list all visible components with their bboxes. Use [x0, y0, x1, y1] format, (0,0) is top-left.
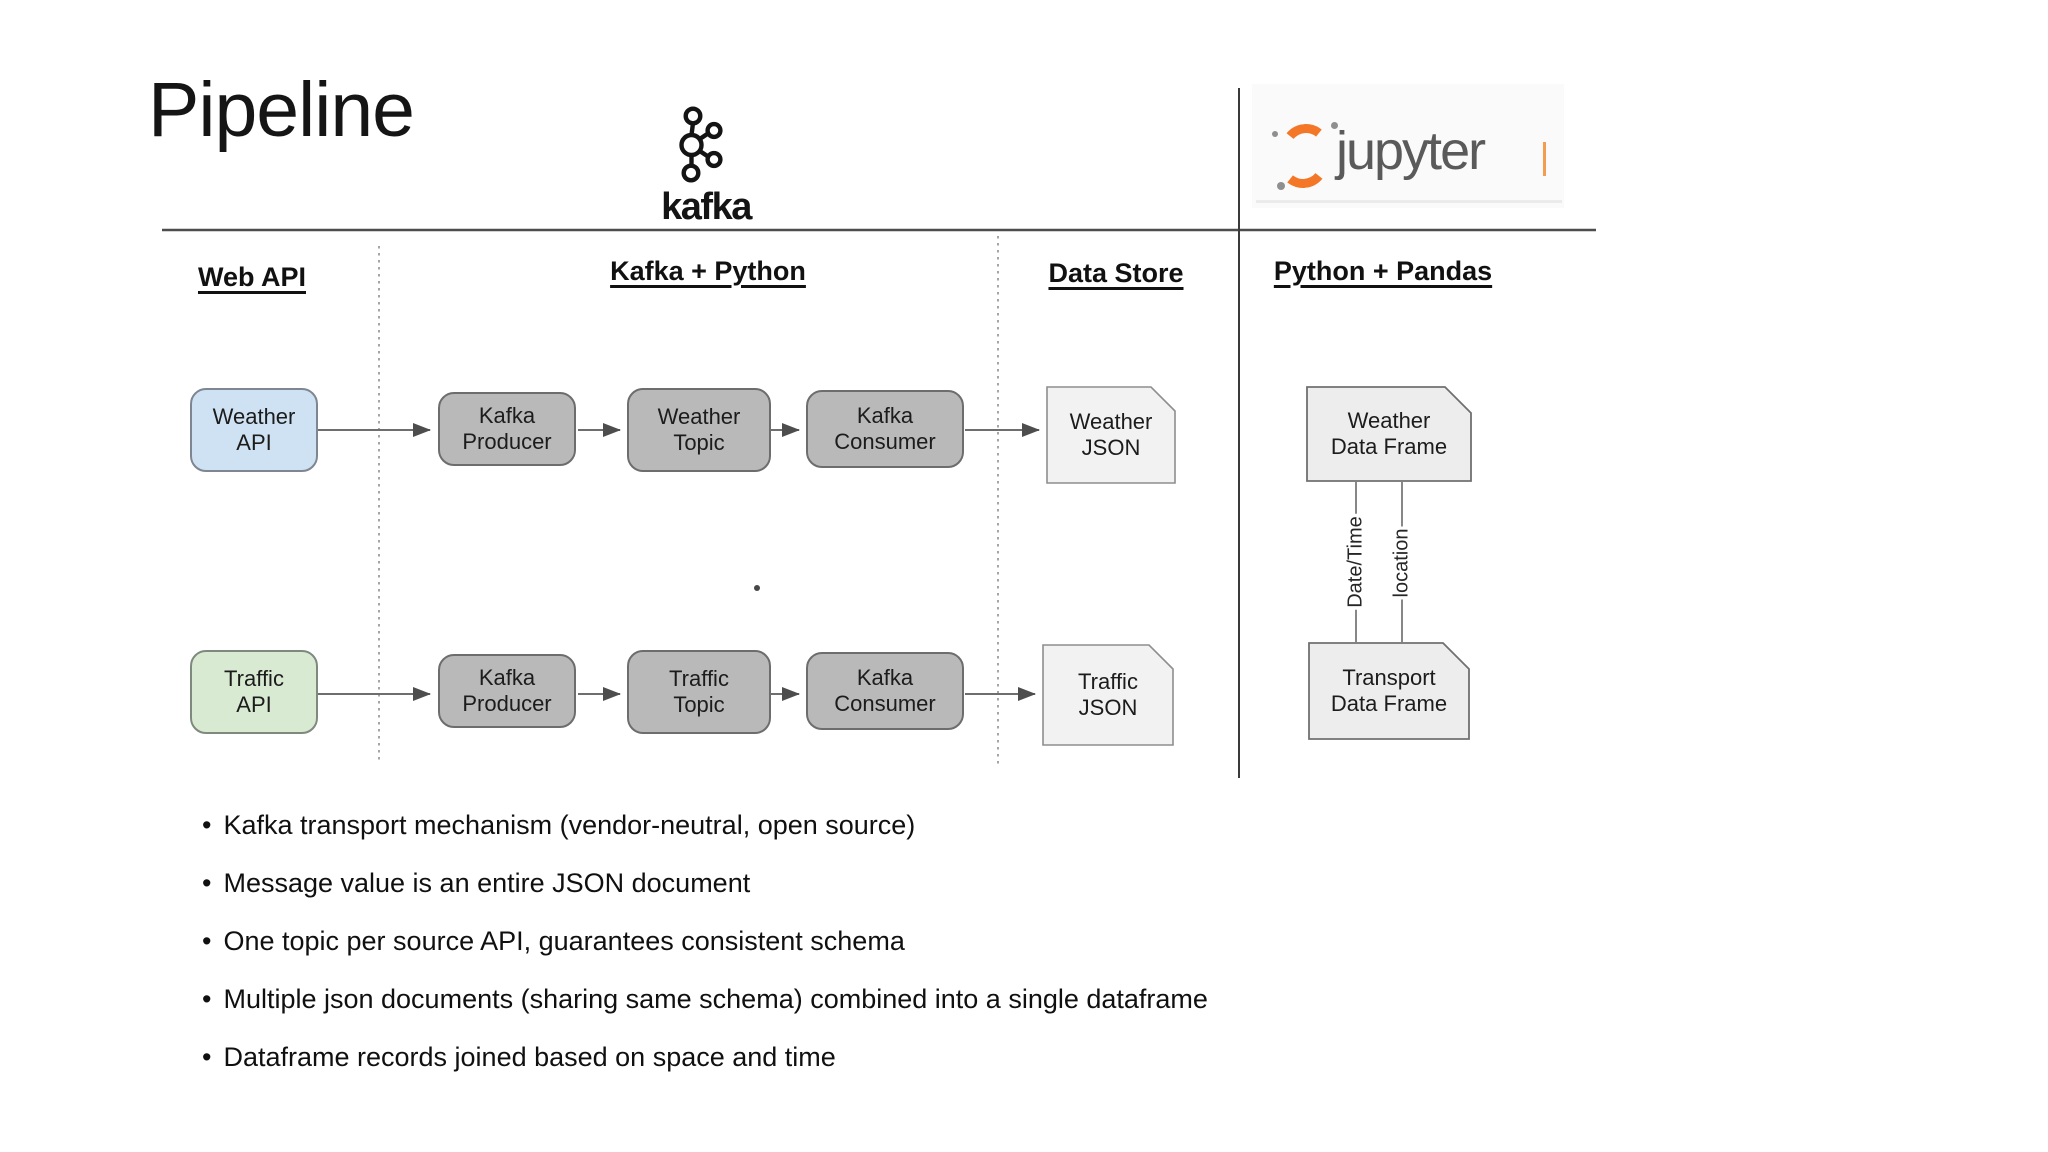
join-label-location: location [1386, 526, 1418, 600]
kafka-logo-icon [679, 106, 723, 183]
column-header-data-store: Data Store [1048, 258, 1184, 288]
node-kafka-consumer-weather: Kafka Consumer [806, 390, 964, 468]
bullet-text: Kafka transport mechanism (vendor-neutra… [223, 810, 916, 840]
document-shape [1308, 642, 1470, 740]
node-kafka-producer-weather: Kafka Producer [438, 392, 576, 466]
node-label: Traffic JSON [1078, 669, 1138, 720]
jupyter-logo-background [1252, 84, 1564, 208]
bullet-icon [202, 984, 223, 1014]
node-weather-json: Weather JSON [1046, 386, 1176, 484]
node-kafka-consumer-traffic: Kafka Consumer [806, 652, 964, 730]
column-header-web-api: Web API [197, 262, 306, 292]
node-traffic-api: Traffic API [190, 650, 318, 734]
document-shape [1046, 386, 1176, 484]
jupyter-logo-cropped-edge [1543, 142, 1546, 176]
bullet-text: Message value is an entire JSON document [223, 868, 751, 898]
kafka-logo-label: kafka [661, 186, 752, 228]
jupyter-dot [1331, 122, 1338, 129]
page-title: Pipeline [148, 67, 415, 153]
bullet-point: Message value is an entire JSON document [202, 868, 750, 899]
bullet-icon [202, 810, 223, 840]
jupyter-dot [1277, 182, 1285, 190]
node-label: Weather Data Frame [1330, 408, 1448, 459]
node-label: Weather JSON [1069, 409, 1153, 460]
bullet-text: One topic per source API, guarantees con… [223, 926, 905, 956]
bullet-icon [202, 1042, 223, 1072]
join-label-datetime: Date/Time [1340, 514, 1372, 610]
column-header-kafka-python: Kafka + Python [610, 256, 806, 286]
jupyter-logo-label: jupyter [1336, 121, 1486, 181]
jupyter-dot [1272, 131, 1278, 137]
bullet-point: One topic per source API, guarantees con… [202, 926, 905, 957]
node-weather-api: Weather API [190, 388, 318, 472]
node-weather-data-frame: Weather Data Frame [1306, 386, 1472, 482]
jupyter-logo-underline [1256, 200, 1562, 203]
document-shape [1042, 644, 1174, 746]
node-transport-data-frame: Transport Data Frame [1308, 642, 1470, 740]
bullet-icon [202, 926, 223, 956]
node-label: Transport Data Frame [1330, 665, 1448, 716]
bullet-point: Dataframe records joined based on space … [202, 1042, 836, 1073]
jupyter-logo-icon [1272, 121, 1340, 191]
node-weather-topic: Weather Topic [627, 388, 771, 472]
document-shape [1306, 386, 1472, 482]
bullet-text: Multiple json documents (sharing same sc… [223, 984, 1208, 1014]
bullet-icon [202, 868, 223, 898]
node-kafka-producer-traffic: Kafka Producer [438, 654, 576, 728]
node-traffic-topic: Traffic Topic [627, 650, 771, 734]
bullet-text: Dataframe records joined based on space … [223, 1042, 836, 1072]
node-traffic-json: Traffic JSON [1042, 644, 1174, 746]
column-header-python-pandas: Python + Pandas [1273, 256, 1493, 286]
bullet-point: Multiple json documents (sharing same sc… [202, 984, 1208, 1015]
bullet-point: Kafka transport mechanism (vendor-neutra… [202, 810, 915, 841]
